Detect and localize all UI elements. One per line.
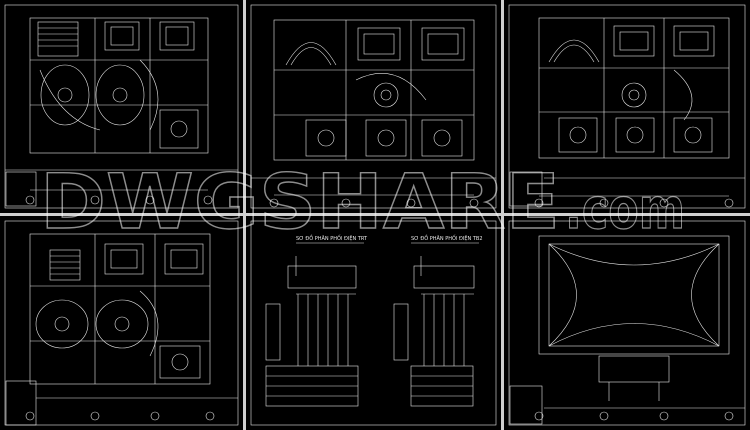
roof-plan-drawing xyxy=(508,220,746,426)
plan-d-drawing xyxy=(4,220,239,426)
drawing-sheet-roof-plan xyxy=(504,216,750,430)
plan-a-drawing xyxy=(4,4,239,209)
drawing-sheet-plan-a xyxy=(0,0,243,213)
plan-c-drawing xyxy=(508,4,746,209)
plan-b-drawing xyxy=(250,4,497,209)
schematic-drawing: SƠ ĐỒ PHÂN PHỐI ĐIỆN TRT SƠ ĐỒ PHÂN PHỐI… xyxy=(250,220,497,426)
schematic-title-left: SƠ ĐỒ PHÂN PHỐI ĐIỆN TRT xyxy=(296,233,368,242)
schematic-title-right: SƠ ĐỒ PHÂN PHỐI ĐIỆN TB2 xyxy=(411,233,483,242)
drawing-sheet-distribution-schematic: SƠ ĐỒ PHÂN PHỐI ĐIỆN TRT SƠ ĐỒ PHÂN PHỐI… xyxy=(246,216,501,430)
drawing-sheet-plan-c xyxy=(504,0,750,213)
drawing-sheet-plan-b xyxy=(246,0,501,213)
drawing-sheet-plan-d xyxy=(0,216,243,430)
